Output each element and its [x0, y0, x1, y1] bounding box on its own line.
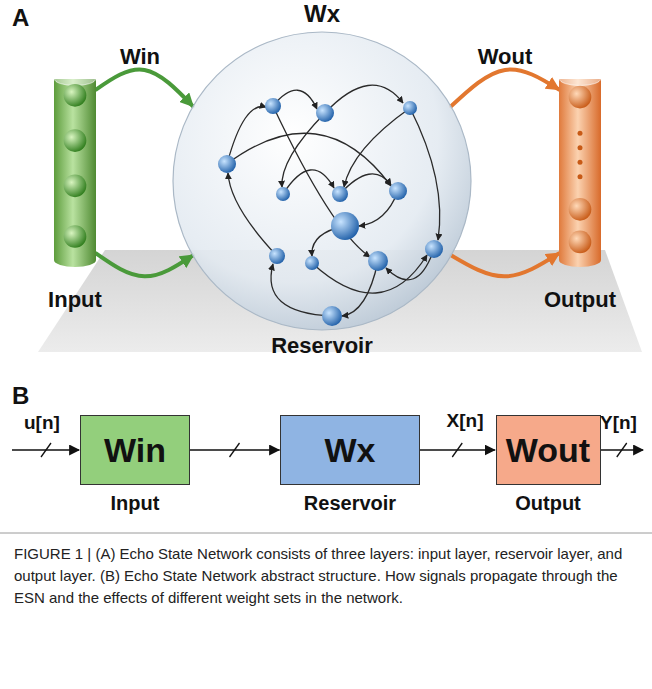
cylinder-outline [559, 72, 601, 267]
input-weight-box: WinInput [80, 415, 190, 515]
connector-arrow [451, 69, 559, 106]
output-layer-cylinder: Output [544, 72, 616, 313]
layer-label: Reservoir [271, 333, 373, 359]
connector-arrow [96, 253, 193, 276]
block-caption: Reservoir [304, 491, 396, 515]
weight-block: Wx [280, 415, 420, 485]
cylinder-outline [54, 72, 96, 267]
weight-label: Wx [304, 0, 340, 29]
weight-label: X[n] [447, 410, 484, 433]
weight-label: Win [120, 44, 160, 70]
output-weight-box: WoutOutput [496, 415, 601, 515]
weight-block: Wout [496, 415, 601, 485]
panel-letter: B [12, 382, 29, 411]
bus-slash [617, 443, 627, 457]
layer-label: Output [544, 287, 616, 313]
layer-label: Input [48, 287, 102, 313]
connector-arrow [451, 253, 559, 276]
panel-letter: A [12, 4, 29, 33]
caption-rule [0, 533, 652, 534]
weight-label: Win [104, 430, 166, 471]
connector-arrow [96, 69, 193, 106]
input-layer-cylinder: Input [48, 72, 102, 313]
layer-shape [172, 31, 472, 331]
layer-shape [559, 72, 601, 267]
reservoir-sphere: Wx Reservoir [172, 0, 472, 359]
layer-shape [54, 72, 96, 267]
weight-label: Wout [478, 44, 533, 70]
weight-label: Wx [325, 430, 376, 471]
signal-name: Y[n] [600, 412, 637, 435]
reservoir-weight-box: WxReservoir [280, 415, 420, 515]
bus-slash [452, 443, 462, 457]
figure-caption: FIGURE 1 | (A) Echo State Network consis… [14, 543, 638, 608]
sphere-outline [172, 31, 472, 331]
bus-slash [41, 443, 51, 457]
reservoir-network [172, 31, 472, 331]
bus-slash [230, 443, 240, 457]
block-caption: Output [515, 491, 581, 515]
weight-label: Wout [506, 430, 590, 471]
weight-block: Win [80, 415, 190, 485]
signal-name: u[n] [24, 412, 60, 435]
block-caption: Input [111, 491, 160, 515]
